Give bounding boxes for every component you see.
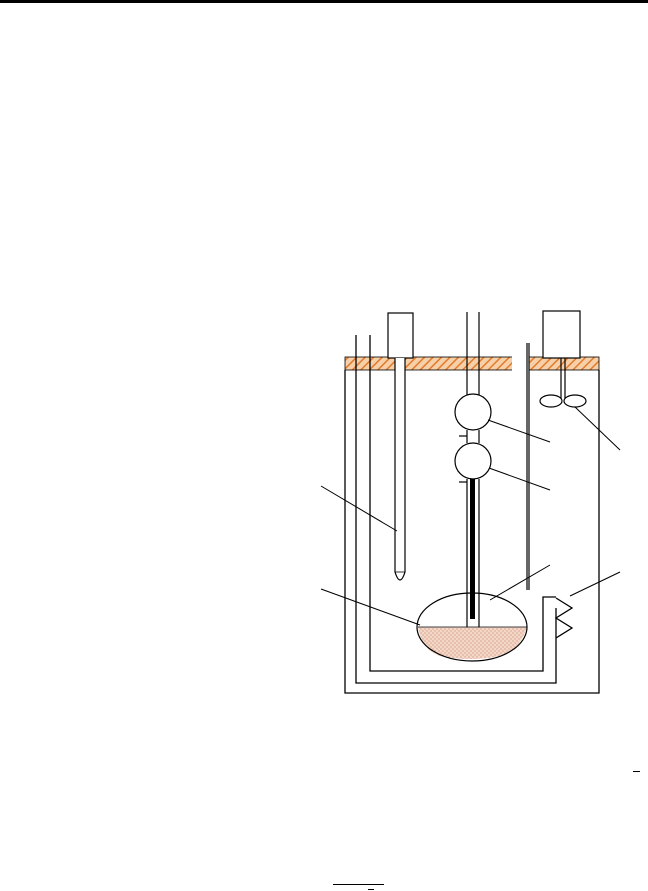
heater-coil [554, 597, 574, 639]
crucible [416, 592, 528, 662]
leader-lines [320, 406, 621, 626]
footer-rule [333, 884, 384, 885]
side-tube [526, 343, 530, 590]
stray-mark [633, 771, 640, 772]
top-rule [0, 0, 648, 3]
outer-vessel [344, 370, 600, 694]
footer-mark [368, 889, 374, 890]
dropping-electrode [470, 479, 475, 619]
inner-vessel [355, 335, 557, 684]
insulating-lid [344, 356, 600, 371]
stirrer [539, 310, 587, 408]
thermometer [387, 312, 414, 581]
gas-tube [454, 312, 492, 640]
